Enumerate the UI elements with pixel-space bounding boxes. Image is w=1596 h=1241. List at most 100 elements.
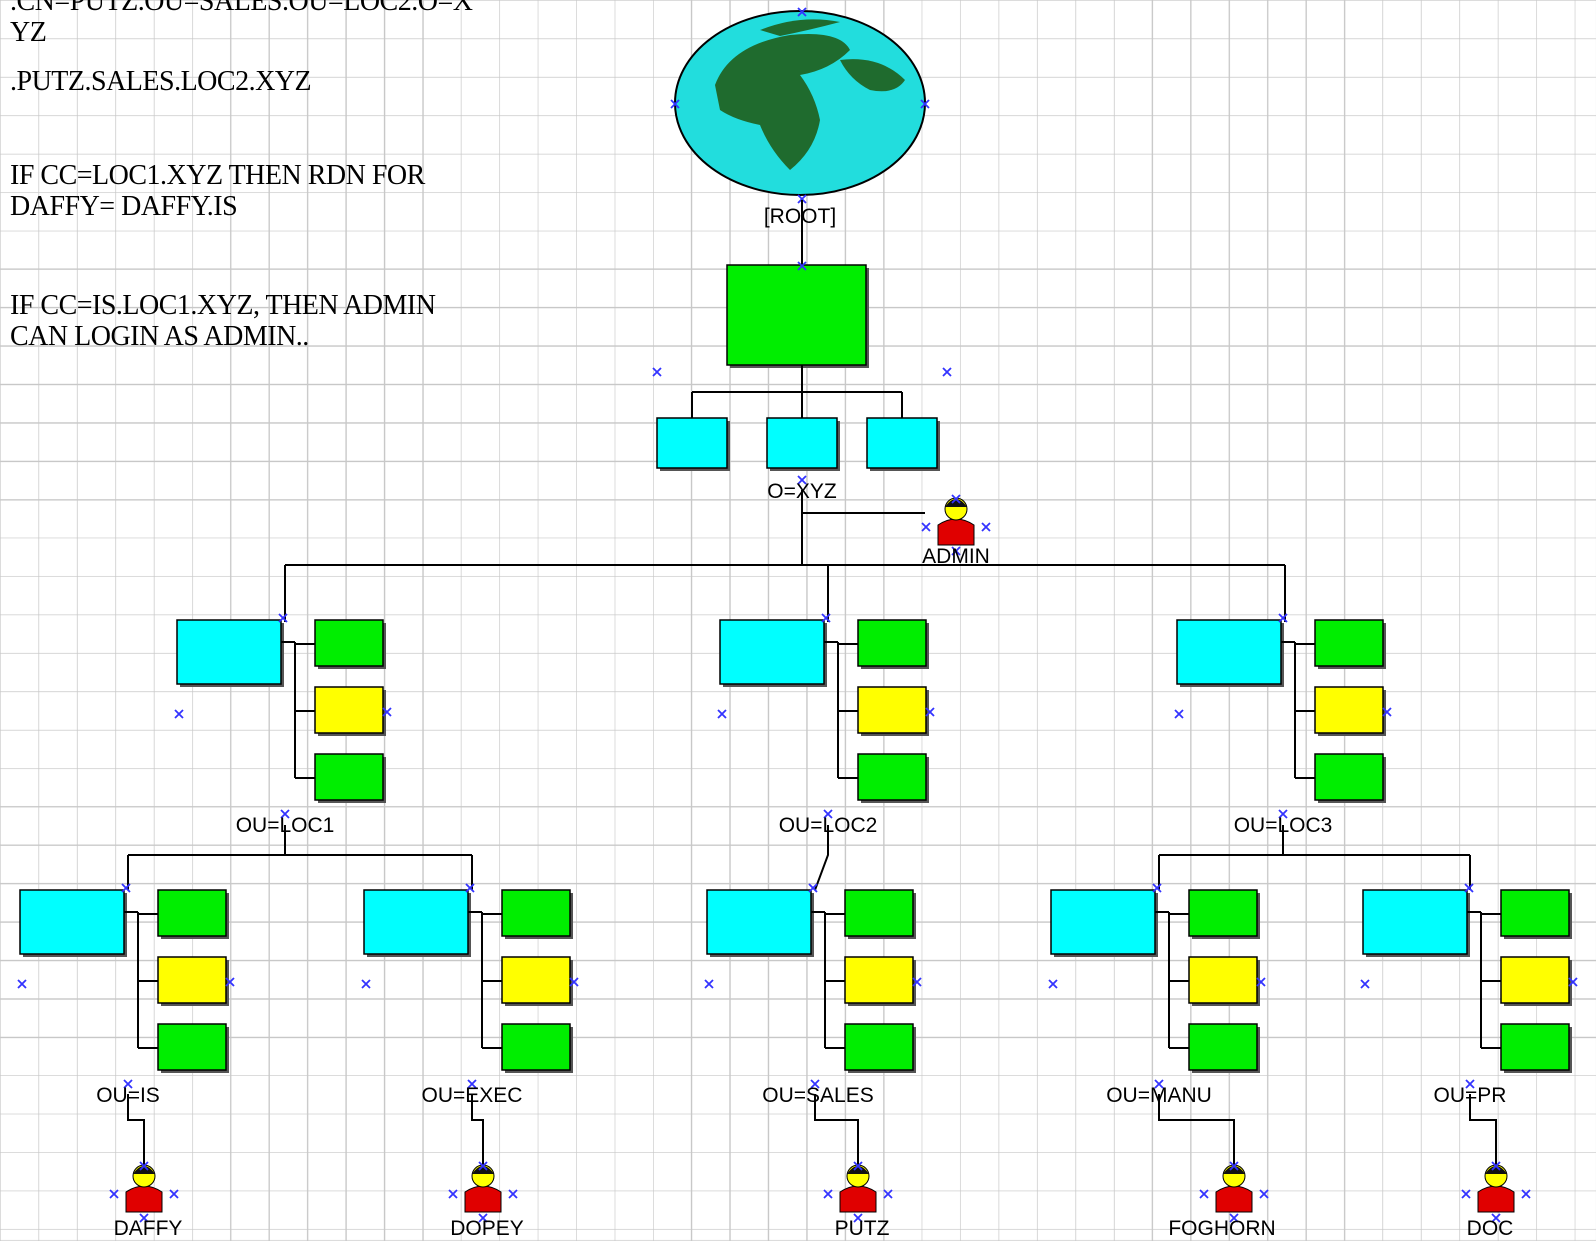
dopey-user-body (464, 1185, 502, 1213)
foghorn-user-hair (1223, 1166, 1245, 1174)
pr-label-handle (1465, 1079, 1475, 1089)
loc3-ou-box (1176, 619, 1282, 685)
dopey-user-hair (472, 1166, 494, 1174)
dopey-user-handle-r (508, 1189, 518, 1199)
note-rdn-context: IF CC=LOC1.XYZ THEN RDN FOR DAFFY= DAFFY… (10, 160, 425, 222)
loc3-handle-top (1278, 613, 1288, 623)
sales-yellow-mid-box (844, 956, 914, 1004)
loc1-handle-right (382, 707, 392, 717)
loc2-yellow-mid-box (857, 686, 927, 734)
loc1-label: OU=LOC1 (235, 814, 335, 837)
org-label-handle (797, 475, 807, 485)
loc3-yellow-mid-box (1314, 686, 1384, 734)
foghorn-user-handle-b (1229, 1213, 1239, 1223)
putz-user-hair (847, 1166, 869, 1174)
manu-ou-box (1050, 889, 1156, 955)
loc2-ou-box (719, 619, 825, 685)
exec-handle-top (465, 883, 475, 893)
doc-user-handle-l (1461, 1189, 1471, 1199)
daffy-label: DAFFY (113, 1217, 183, 1240)
loc2-green-bottom-box (857, 753, 927, 801)
pr-ou-box (1362, 889, 1468, 955)
dopey-user-handle-b (478, 1213, 488, 1223)
loc2-green-top-box (857, 619, 927, 667)
exec-yellow-mid-box (501, 956, 571, 1004)
admin-user-handle-r (981, 522, 991, 532)
loc1-yellow-mid-box (314, 686, 384, 734)
sales-handle-right (912, 977, 922, 987)
exec-handle-left (361, 979, 371, 989)
loc3-handle-right (1382, 707, 1392, 717)
sales-label: OU=SALES (762, 1084, 874, 1107)
pr-handle-left (1360, 979, 1370, 989)
admin-user-handle-t (951, 494, 961, 504)
exec-handle-right (569, 977, 579, 987)
loc1-handle-top (278, 613, 288, 623)
manu-handle-right (1256, 977, 1266, 987)
loc1-green-bottom-box (314, 753, 384, 801)
org-sub-right-box (866, 417, 938, 469)
is-green-bottom-box (157, 1023, 227, 1071)
loc3-label-handle (1278, 809, 1288, 819)
loc1-ou-box (176, 619, 282, 685)
sales-label-handle (810, 1079, 820, 1089)
manu-yellow-mid-box (1188, 956, 1258, 1004)
globe-island (840, 59, 905, 92)
globe-handle-bottom (797, 194, 807, 204)
daffy-user-handle-t (139, 1161, 149, 1171)
loc2-label-handle (823, 809, 833, 819)
admin-user-body (937, 518, 975, 546)
loc1-handle-left (174, 709, 184, 719)
putz-user-body (839, 1185, 877, 1213)
is-green-top-box (157, 889, 227, 937)
loc2-label: OU=LOC2 (778, 814, 878, 837)
loc3-green-bottom-box (1314, 753, 1384, 801)
daffy-user-body (125, 1185, 163, 1213)
foghorn-user-body (1215, 1185, 1253, 1213)
doc-user-body (1477, 1185, 1515, 1213)
manu-label: OU=MANU (1106, 1084, 1212, 1107)
manu-handle-left (1048, 979, 1058, 989)
org-label: O=XYZ (767, 480, 837, 503)
sales-ou-box (706, 889, 812, 955)
daffy-link (127, 1094, 145, 1165)
is-yellow-mid-box (157, 956, 227, 1004)
exec-ou-box (363, 889, 469, 955)
org-handle-right (942, 367, 952, 377)
daffy-user-handle-b (139, 1213, 149, 1223)
pr-yellow-mid-box (1500, 956, 1570, 1004)
admin-user-handle-l (921, 522, 931, 532)
putz-user-handle-b (853, 1213, 863, 1223)
exec-green-bottom-box (501, 1023, 571, 1071)
loc2-handle-top (821, 613, 831, 623)
manu-green-top-box (1188, 889, 1258, 937)
exec-label-handle (467, 1079, 477, 1089)
loc2-handle-left (717, 709, 727, 719)
foghorn-user-handle-r (1259, 1189, 1269, 1199)
foghorn-link (1158, 1094, 1235, 1165)
admin-label: ADMIN (922, 545, 990, 568)
sales-green-top-box (844, 889, 914, 937)
putz-user-handle-r (883, 1189, 893, 1199)
note-typeless-name: .PUTZ.SALES.LOC2.XYZ (10, 66, 312, 97)
org-sub-left-box (656, 417, 728, 469)
is-handle-right (225, 977, 235, 987)
is-label: OU=IS (96, 1084, 160, 1107)
doc-user-handle-t (1491, 1161, 1501, 1171)
manu-green-bottom-box (1188, 1023, 1258, 1071)
putz-label: PUTZ (834, 1217, 890, 1240)
putz-link (814, 1094, 859, 1165)
daffy-user-hair (133, 1166, 155, 1174)
is-ou-box (19, 889, 125, 955)
dopey-label: DOPEY (450, 1217, 524, 1240)
doc-user-handle-b (1491, 1213, 1501, 1223)
globe-handle-top (797, 7, 807, 17)
loc2-handle-right (925, 707, 935, 717)
exec-green-top-box (501, 889, 571, 937)
org-handle-left (652, 367, 662, 377)
sales-green-bottom-box (844, 1023, 914, 1071)
loc3-handle-left (1174, 709, 1184, 719)
sales-link (814, 825, 829, 891)
manu-label-handle (1154, 1079, 1164, 1089)
